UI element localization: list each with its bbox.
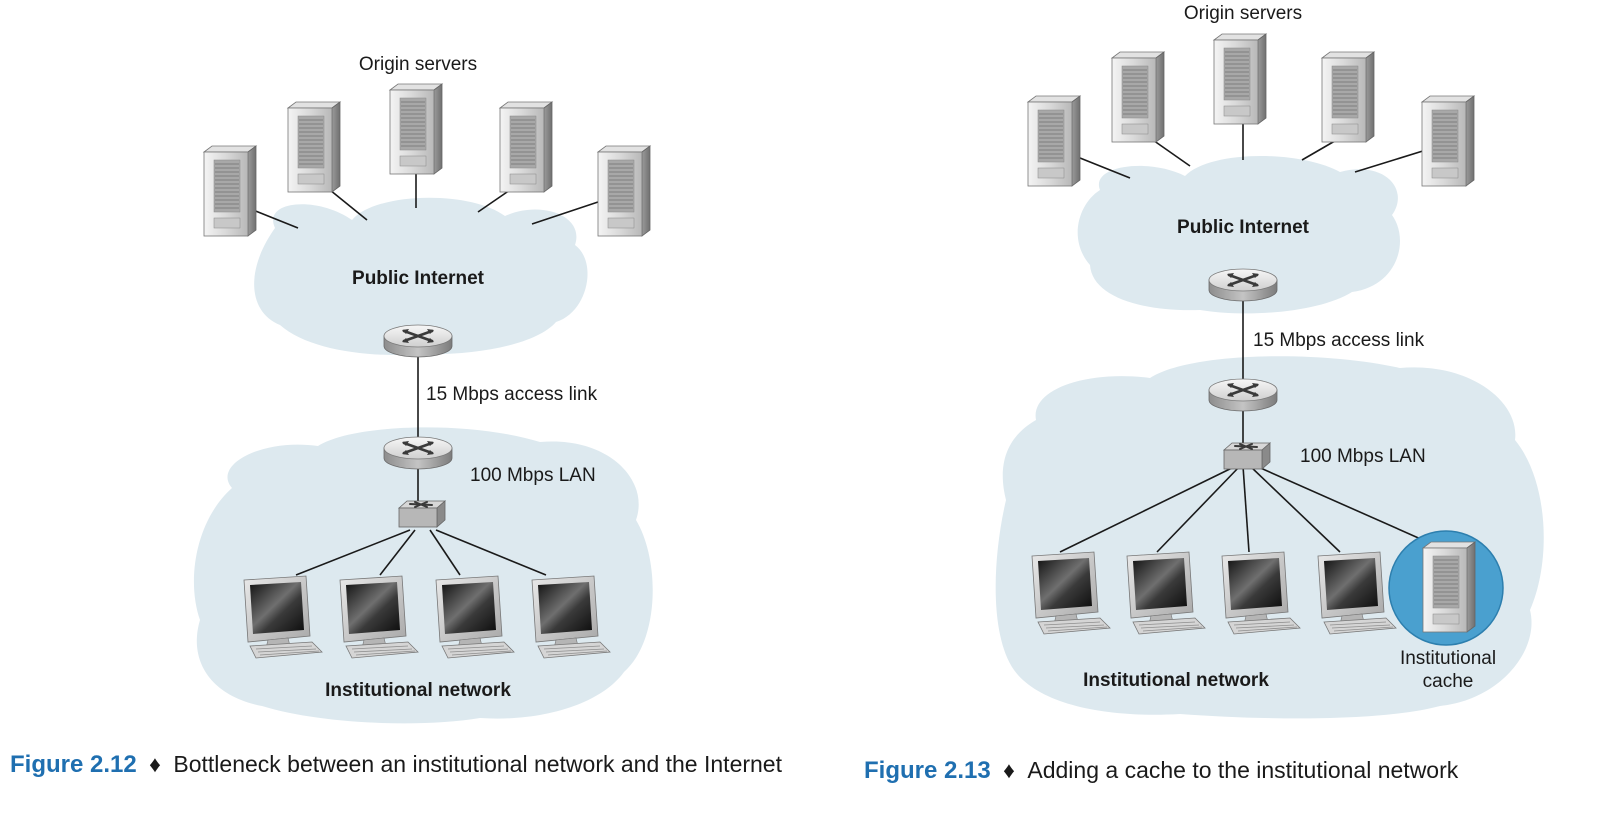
server-icon	[1422, 541, 1476, 633]
figure-2-12: Origin servers Public Internet 15 Mbps a…	[10, 54, 783, 778]
lan-label: 100 Mbps LAN	[470, 465, 596, 486]
lan-label: 100 Mbps LAN	[1300, 446, 1426, 467]
server-icon	[499, 101, 553, 193]
server-icon	[389, 83, 443, 175]
server-icon	[1027, 95, 1081, 187]
server-icon	[287, 101, 341, 193]
institutional-network-label: Institutional network	[1083, 670, 1269, 691]
server-icon	[1421, 95, 1475, 187]
public-internet-cloud	[1077, 155, 1400, 314]
public-internet-cloud	[254, 197, 588, 355]
institutional-network-label: Institutional network	[325, 680, 511, 701]
server-icon	[597, 145, 651, 237]
router-icon	[1207, 267, 1279, 303]
caption-number: Figure 2.12	[10, 751, 137, 778]
server-links	[1074, 124, 1427, 179]
router-icon	[382, 435, 454, 471]
cache-label-line1: Institutional	[1400, 648, 1496, 669]
caption-bullet: ♦	[1003, 757, 1015, 783]
caption-text: Adding a cache to the institutional netw…	[1027, 757, 1458, 783]
public-internet-label: Public Internet	[1177, 217, 1310, 238]
origin-servers-label: Origin servers	[359, 54, 477, 75]
router-icon	[1207, 377, 1279, 413]
caption-bullet: ♦	[149, 751, 161, 777]
lan-links	[295, 529, 547, 576]
server-icon	[203, 145, 257, 237]
switch-icon	[398, 500, 446, 528]
figure-caption: Figure 2.13 ♦ Adding a cache to the inst…	[864, 757, 1459, 784]
caption-text: Bottleneck between an institutional netw…	[173, 751, 782, 777]
caption-number: Figure 2.13	[864, 757, 991, 784]
public-internet-label: Public Internet	[352, 268, 485, 289]
switch-icon	[1223, 442, 1271, 470]
server-icon	[1213, 33, 1267, 125]
access-link-label: 15 Mbps access link	[1253, 330, 1425, 351]
router-icon	[382, 323, 454, 359]
server-icon	[1321, 51, 1375, 143]
server-icon	[1111, 51, 1165, 143]
origin-servers-label: Origin servers	[1184, 3, 1302, 24]
figure-2-13: Origin servers Public Internet 15 Mbps a…	[864, 3, 1544, 784]
figure-caption: Figure 2.12 ♦ Bottleneck between an inst…	[10, 751, 783, 778]
lan-links	[1059, 465, 1433, 553]
cache-label-line2: cache	[1423, 671, 1474, 692]
access-link-label: 15 Mbps access link	[426, 384, 598, 405]
